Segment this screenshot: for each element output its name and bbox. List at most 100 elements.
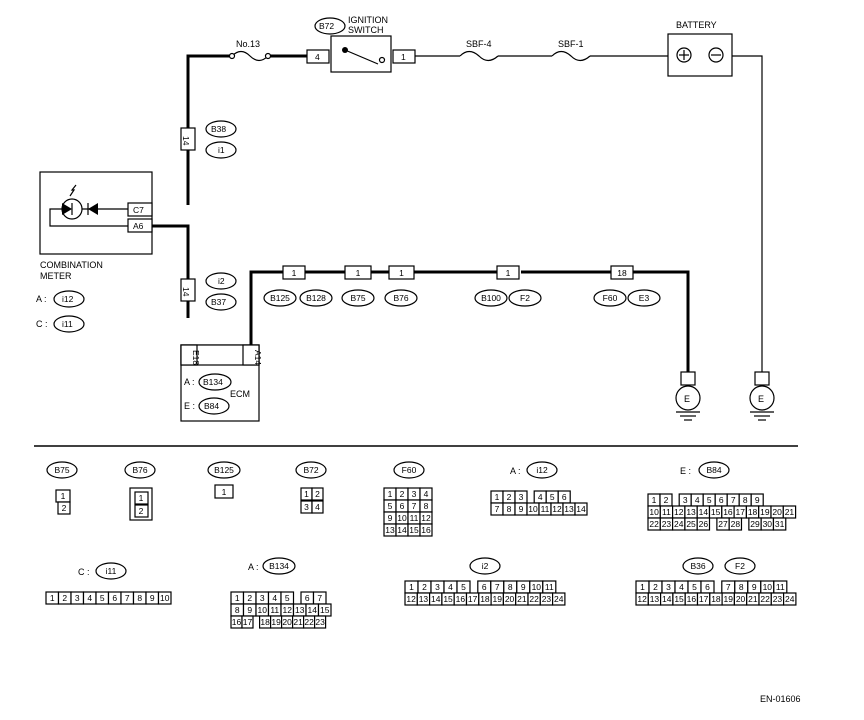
conn-i12-name-oval — [526, 461, 558, 479]
b84-pin-label: 8 — [743, 495, 748, 505]
f60-pin-label: 11 — [410, 513, 419, 523]
i12-pin-label: 7 — [495, 504, 500, 514]
battery-label: BATTERY — [676, 20, 717, 30]
i12-pin-label: 2 — [507, 492, 512, 502]
i2-pin-label: 12 — [406, 594, 416, 604]
b36f2-pin-label: 17 — [699, 594, 709, 604]
conn-i11-name-oval — [95, 562, 127, 580]
ground-icon: E — [749, 371, 775, 421]
meter-conn-c: i11 — [62, 319, 73, 329]
i2-pin-label: 6 — [482, 582, 487, 592]
b134-pin-label: 11 — [270, 605, 279, 615]
ground-line-pin: 18 — [617, 268, 627, 278]
ecm-label: ECM — [230, 389, 250, 399]
ecm-pin-a14: A14 — [253, 350, 263, 365]
i2-pin-label: 18 — [480, 594, 490, 604]
b134-pin-label: 1 — [235, 593, 240, 603]
b75-pin-label: 1 — [61, 491, 66, 501]
f60-pin-label: 2 — [400, 489, 405, 499]
b36f2-pin-label: 23 — [773, 594, 783, 604]
meter-conn-a: i12 — [62, 294, 74, 304]
ground-line-tag: E3 — [639, 293, 650, 303]
b84-pin-label: 31 — [775, 519, 785, 529]
b84-pin-label: 21 — [785, 507, 795, 517]
fuse-sbf1: SBF-1 — [551, 39, 591, 62]
i12-pin-label: 9 — [519, 504, 524, 514]
b84-pin-cell — [728, 517, 743, 531]
ground-line-tag: B125 — [270, 293, 290, 303]
b134-pin-label: 23 — [315, 617, 325, 627]
conn-f60-name-oval — [393, 461, 425, 479]
b84-pin-label: 22 — [649, 519, 659, 529]
ground-line-tag: F2 — [520, 293, 530, 303]
i12-pin-label: 13 — [564, 504, 574, 514]
i2-pin-label: 4 — [448, 582, 453, 592]
meter-label-2: METER — [40, 271, 72, 281]
i12-pin-label: 5 — [550, 492, 555, 502]
conn-b75-name-oval — [46, 461, 78, 479]
b134-pin-label: 15 — [320, 605, 330, 615]
b84-pin-label: 14 — [699, 507, 709, 517]
i2-pin-label: 20 — [505, 594, 515, 604]
i2-pin-label: 3 — [435, 582, 440, 592]
i2-pin-label: 5 — [461, 582, 466, 592]
b72-pin-label: 1 — [304, 489, 309, 499]
b76-pin-cell — [134, 491, 149, 505]
b76-pin-cell — [134, 504, 149, 518]
b36f2-pin-cell — [782, 592, 797, 606]
f60-pin-label: 15 — [409, 525, 419, 535]
f60-pin-label: 10 — [397, 513, 407, 523]
i12-pin-cell — [574, 502, 588, 516]
ground-line-tag-oval — [474, 289, 508, 307]
b36f2-pin-label: 1 — [640, 582, 645, 592]
f60-pin-label: 12 — [421, 513, 431, 523]
b84-pin-label: 18 — [748, 507, 758, 517]
f60-pin-label: 14 — [397, 525, 407, 535]
b72-pin-label: 3 — [304, 502, 309, 512]
i2-pin-label: 13 — [419, 594, 429, 604]
ground-symbol-1: E — [684, 394, 690, 404]
b134-pin-label: 20 — [282, 617, 292, 627]
i2-pin-label: 2 — [422, 582, 427, 592]
b36f2-pin-label: 20 — [736, 594, 746, 604]
b84-pin-label: 10 — [649, 507, 659, 517]
ground-line-tag-oval — [341, 289, 375, 307]
b36f2-pin-label: 22 — [760, 594, 770, 604]
i12-pin-label: 3 — [519, 492, 524, 502]
ground-line-pin-box — [282, 265, 306, 280]
f60-pin-label: 4 — [424, 489, 429, 499]
junction-i2: 14 i2 B37 — [180, 272, 237, 311]
b134-pin-label: 19 — [271, 617, 281, 627]
ecm-conn-e: B84 — [204, 401, 219, 411]
b36f2-pin-label: 9 — [752, 582, 757, 592]
b76-pin-label: 1 — [139, 493, 144, 503]
ground-symbol-2: E — [758, 394, 764, 404]
b36f2-pin-label: 10 — [763, 582, 773, 592]
conn-i2-name-oval — [469, 557, 501, 575]
i2-pin-label: 21 — [517, 594, 527, 604]
conn-i11-prefix: C : — [78, 567, 90, 577]
f60-pin-label: 9 — [388, 513, 393, 523]
conn-i2-name: i2 — [482, 561, 489, 571]
b36f2-pin-label: 2 — [653, 582, 658, 592]
ign-label-1: IGNITION — [348, 15, 388, 25]
ground-line-tag-oval — [299, 289, 333, 307]
b36f2-pin-label: 4 — [679, 582, 684, 592]
i2-pin-label: 1 — [409, 582, 414, 592]
ground-line-tag-oval — [384, 289, 418, 307]
i2-tag: i2 — [218, 276, 225, 286]
fuse-no13-label: No.13 — [236, 39, 260, 49]
ground-line-pin-box — [496, 265, 520, 280]
i11-pin-label: 2 — [62, 593, 67, 603]
fuse-no13: No.13 — [228, 39, 272, 62]
i12-pin-label: 6 — [562, 492, 567, 502]
f60-pin-label: 16 — [421, 525, 431, 535]
i2-pin: 14 — [181, 287, 191, 297]
b134-pin-label: 4 — [272, 593, 277, 603]
f60-pin-label: 5 — [388, 501, 393, 511]
b84-pin-label: 19 — [760, 507, 770, 517]
ground-line-pin: 1 — [399, 268, 404, 278]
ground-line-pin-box — [610, 265, 634, 280]
b76-pin-label: 2 — [139, 506, 144, 516]
